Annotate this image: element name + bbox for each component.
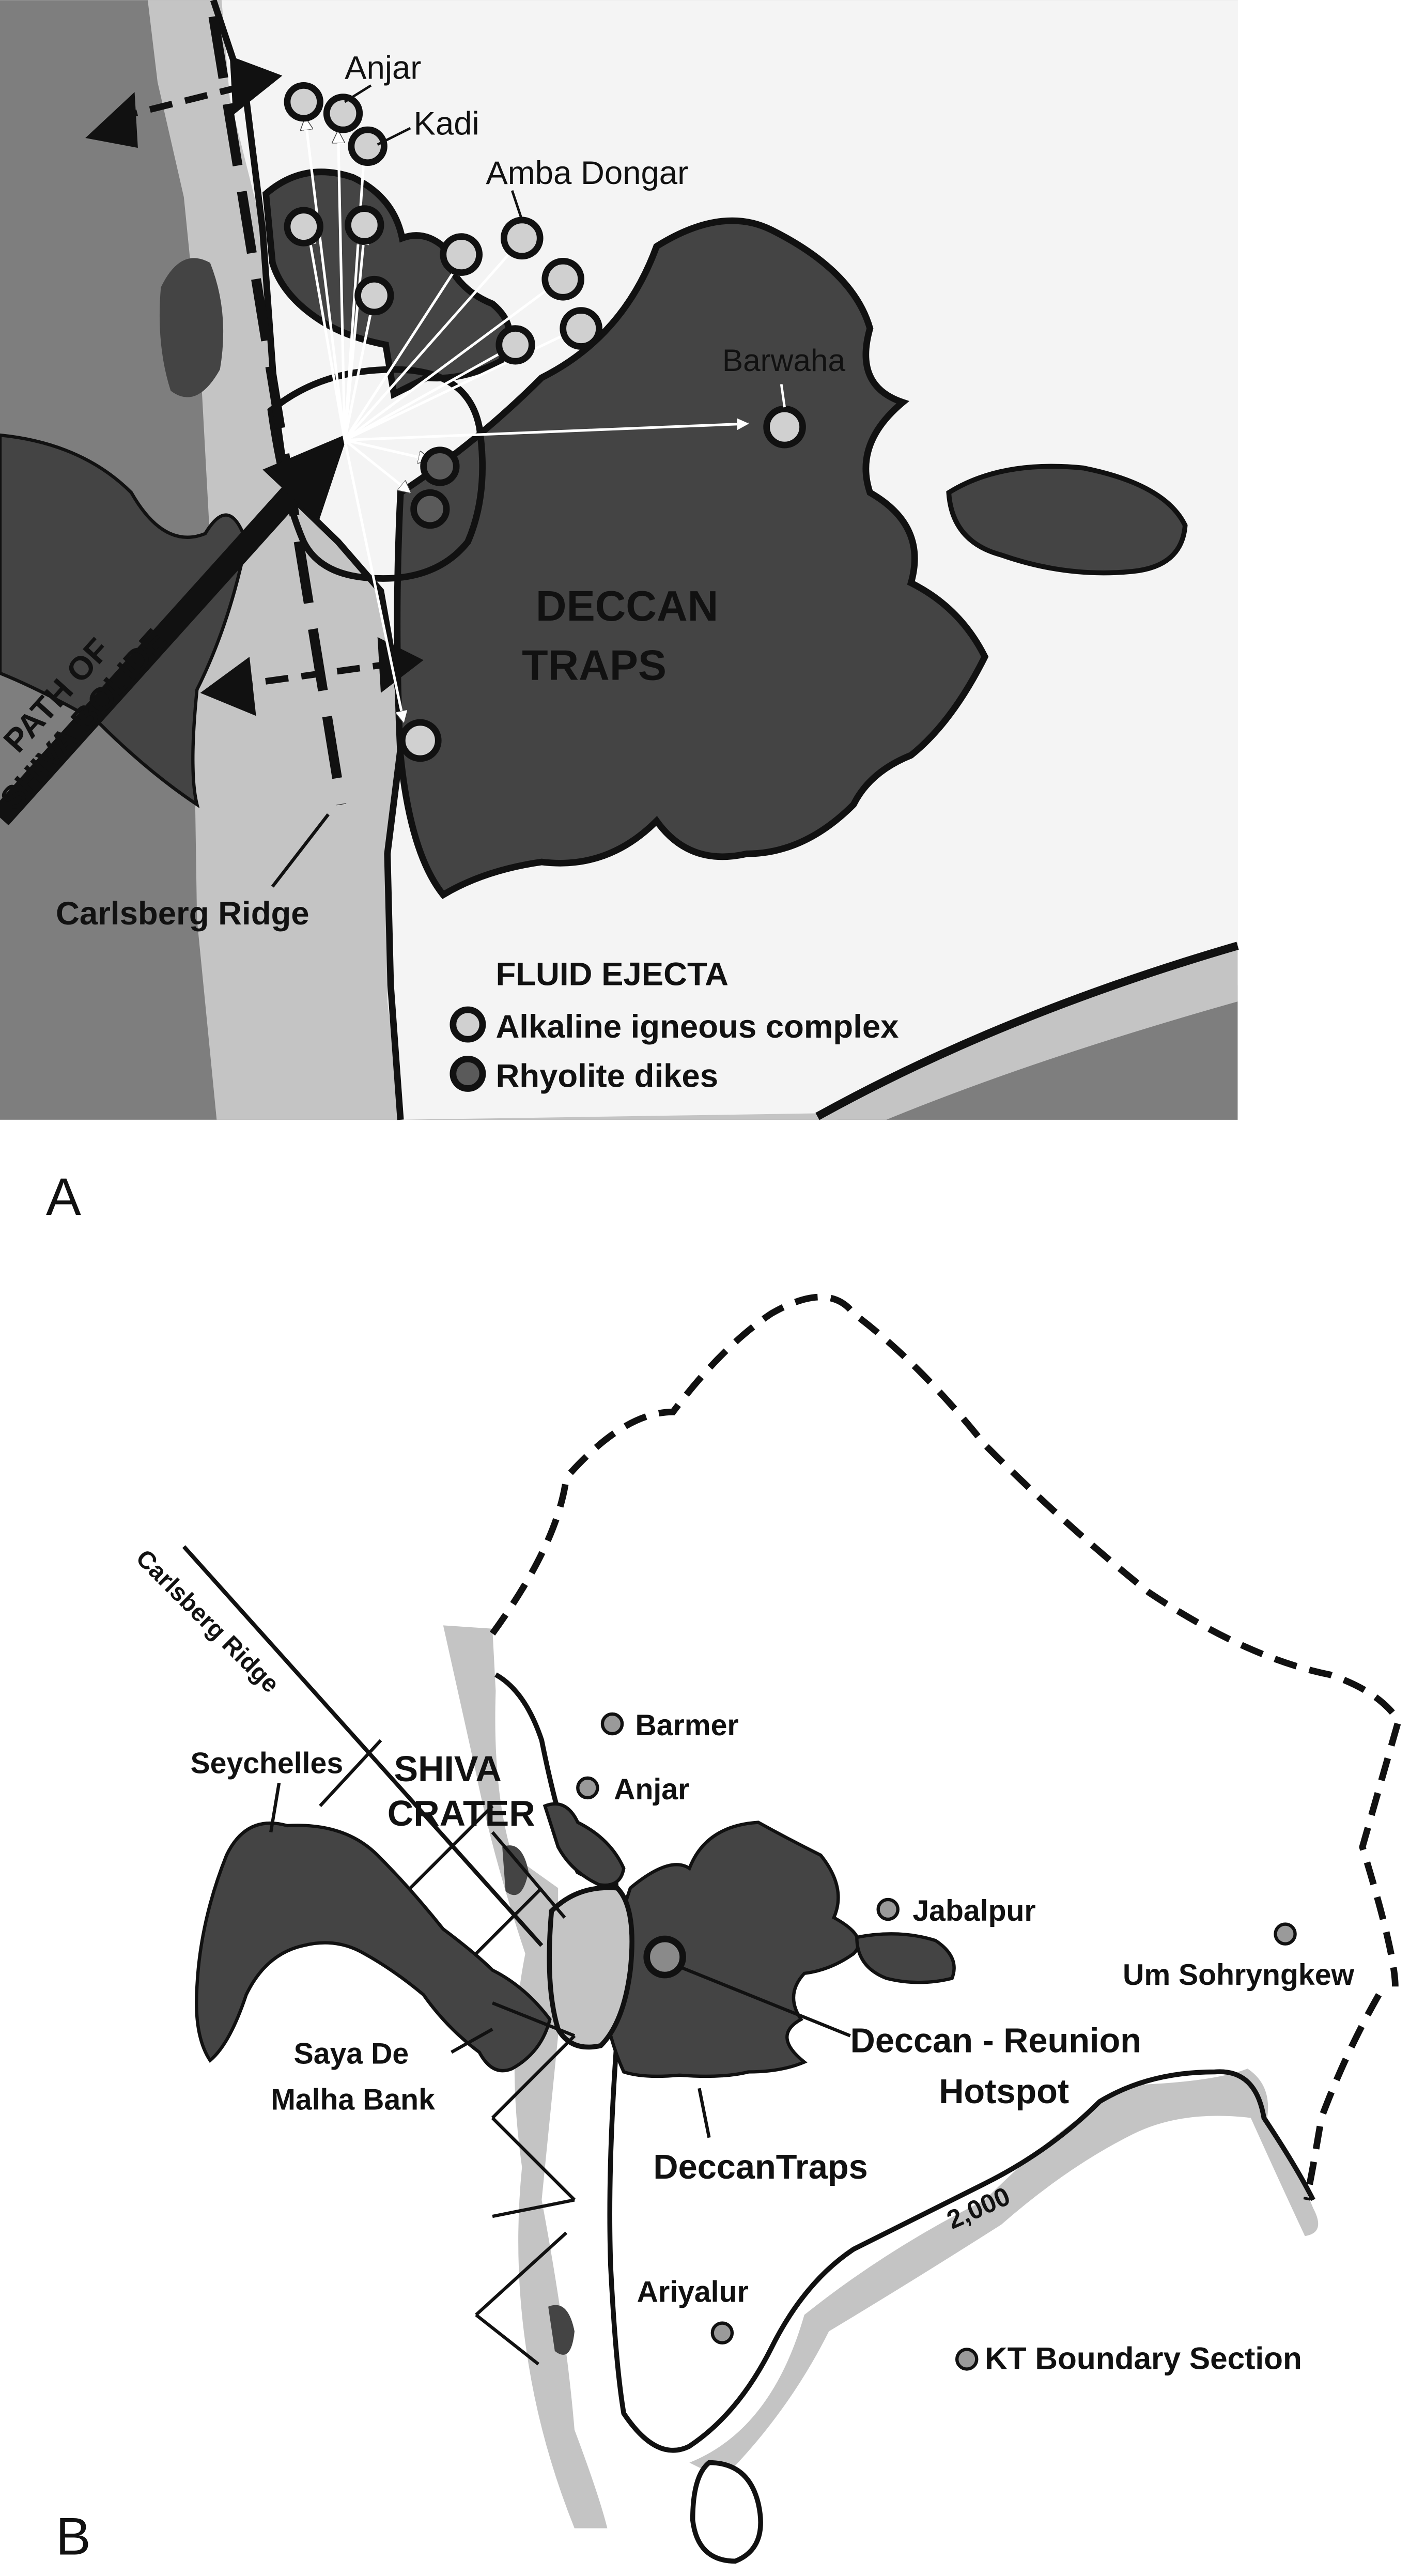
boundary-dashed — [489, 1293, 1402, 1987]
dark-patch-shelf-south — [548, 2305, 575, 2355]
leader-hotspot — [679, 1965, 851, 2038]
kt-boundary-section-label: KT Boundary Section — [985, 2341, 1302, 2376]
spreading-arrow-south-shaft — [229, 660, 395, 690]
spreading-arrow-north-left-head — [85, 92, 138, 148]
leader-seychelles — [269, 1782, 281, 1833]
carlsberg-ridge-label-a: Carlsberg Ridge — [56, 895, 309, 932]
alkaline-site — [323, 94, 363, 133]
panel-a-map: PATH OF SHIVA BOLIDE — [0, 0, 1239, 1120]
site-anjar-dot — [576, 1776, 599, 1800]
um-sohryngkew-label: Um Sohryngkew — [1123, 1958, 1354, 1992]
bolide-path-arrow-head — [262, 433, 348, 522]
dark-patch-left — [159, 258, 224, 397]
barmer-label: Barmer — [635, 1709, 738, 1742]
leader-anjar — [344, 84, 372, 103]
ariyalur-label: Ariyalur — [637, 2275, 749, 2308]
spreading-arrow-north-shaft — [114, 82, 247, 122]
deccan-traps-label-b: DeccanTraps — [653, 2148, 867, 2186]
shelf-strip-west — [443, 1625, 608, 2528]
panel-a-letter: A — [46, 1167, 81, 1226]
site-jabalpur-dot — [876, 1898, 900, 1921]
sri-lanka — [690, 2460, 763, 2564]
shelf-se-band — [817, 942, 1238, 1120]
alkaline-site — [560, 307, 602, 350]
rhyolite-sites — [410, 446, 460, 529]
leader-kadi — [377, 127, 411, 146]
legend-label-alkaline: Alkaline igneous complex — [495, 1008, 898, 1045]
site-label-kadi: Kadi — [414, 105, 479, 142]
legend-swatch-rhyolite — [450, 1055, 486, 1092]
dark-patch-shelf-north — [502, 1845, 529, 1895]
alkaline-site — [500, 217, 544, 260]
legend-label-rhyolite: Rhyolite dikes — [495, 1057, 718, 1094]
site-um-dot — [1274, 1922, 1297, 1946]
coastline-se — [815, 942, 1239, 1120]
seychelles-block — [195, 1821, 552, 2073]
site-barmer-dot — [600, 1712, 624, 1736]
spreading-arrow-south-left-head — [200, 656, 256, 716]
legend: FLUID EJECTA Alkaline igneous complex Rh… — [450, 955, 899, 1094]
leader-barwaha — [780, 384, 786, 408]
alkaline-site — [398, 719, 442, 762]
deccan-traps-label-line2: TRAPS — [522, 641, 667, 689]
saya-de-malha-label-line2: Malha Bank — [271, 2084, 435, 2117]
alkaline-site — [345, 205, 384, 245]
alkaline-sites — [284, 82, 806, 762]
bolide-path-arrow-shaft — [0, 482, 304, 826]
carlsberg-ridge-label-b: Carlsberg Ridge — [131, 1545, 285, 1699]
legend-title: FLUID EJECTA — [495, 955, 729, 992]
deccan-traps-label-line1: DECCAN — [536, 582, 718, 630]
dark-patch-west — [0, 433, 248, 809]
alkaline-site — [541, 257, 584, 301]
anjar-inlier — [543, 1802, 626, 1887]
deccan-eastern-lobe — [946, 464, 1188, 576]
alkaline-site — [440, 233, 483, 276]
rhyolite-site — [420, 446, 460, 486]
seychelles-label: Seychelles — [191, 1747, 344, 1780]
leader-shiva-crater — [491, 1831, 566, 1919]
site-ariyalur-dot — [710, 2321, 734, 2344]
deccan-traps-east-lobe — [855, 1932, 956, 1984]
alkaline-site — [348, 126, 388, 166]
alkaline-site — [495, 325, 535, 365]
site-kt-dot — [955, 2348, 979, 2371]
shiva-crater-ring — [547, 1885, 634, 2050]
site-label-anjar: Anjar — [345, 50, 421, 86]
kt-sites — [576, 1712, 1297, 2371]
hotspot-label-line1: Deccan - Reunion — [850, 2022, 1141, 2060]
hotspot-marker — [643, 1935, 686, 1979]
panel-b-letter: B — [56, 2507, 91, 2566]
shelf-strip-east — [689, 2069, 1319, 2479]
shiva-crater-label-line1: SHIVA — [394, 1749, 501, 1789]
deccan-traps-region — [394, 217, 989, 899]
panel-b-map: Carlsberg Ridge Seychelles SHIVA CRATER … — [131, 1293, 1402, 2564]
leader-carlsberg-ridge-a — [271, 813, 330, 888]
leader-amba-dongar — [510, 190, 523, 221]
leader-saya-de-malha — [451, 2028, 493, 2054]
coastline — [210, 0, 407, 1120]
hotspot-label-line2: Hotspot — [939, 2073, 1069, 2111]
alkaline-site — [354, 275, 394, 316]
jabalpur-label: Jabalpur — [912, 1894, 1035, 1927]
leader-deccan-traps-b — [698, 2088, 711, 2138]
alkaline-site — [284, 82, 323, 122]
rhyolite-site — [410, 489, 450, 529]
alkaline-site — [763, 405, 806, 449]
site-label-barwaha: Barwaha — [722, 343, 846, 378]
legend-swatch-alkaline — [450, 1006, 486, 1043]
deccan-traps-b — [599, 1821, 860, 2078]
anjar-label-b: Anjar — [614, 1773, 689, 1806]
alkaline-site — [284, 207, 323, 246]
carlsberg-ridge-line — [182, 1545, 544, 1947]
ridge-transform-lines — [319, 1739, 576, 2366]
shiva-crater-label-line2: CRATER — [388, 1793, 535, 1833]
boundary-dashed-east — [1303, 1993, 1382, 2201]
saya-de-malha-label-line1: Saya De — [294, 2038, 409, 2071]
site-label-amba-dongar: Amba Dongar — [486, 155, 688, 191]
